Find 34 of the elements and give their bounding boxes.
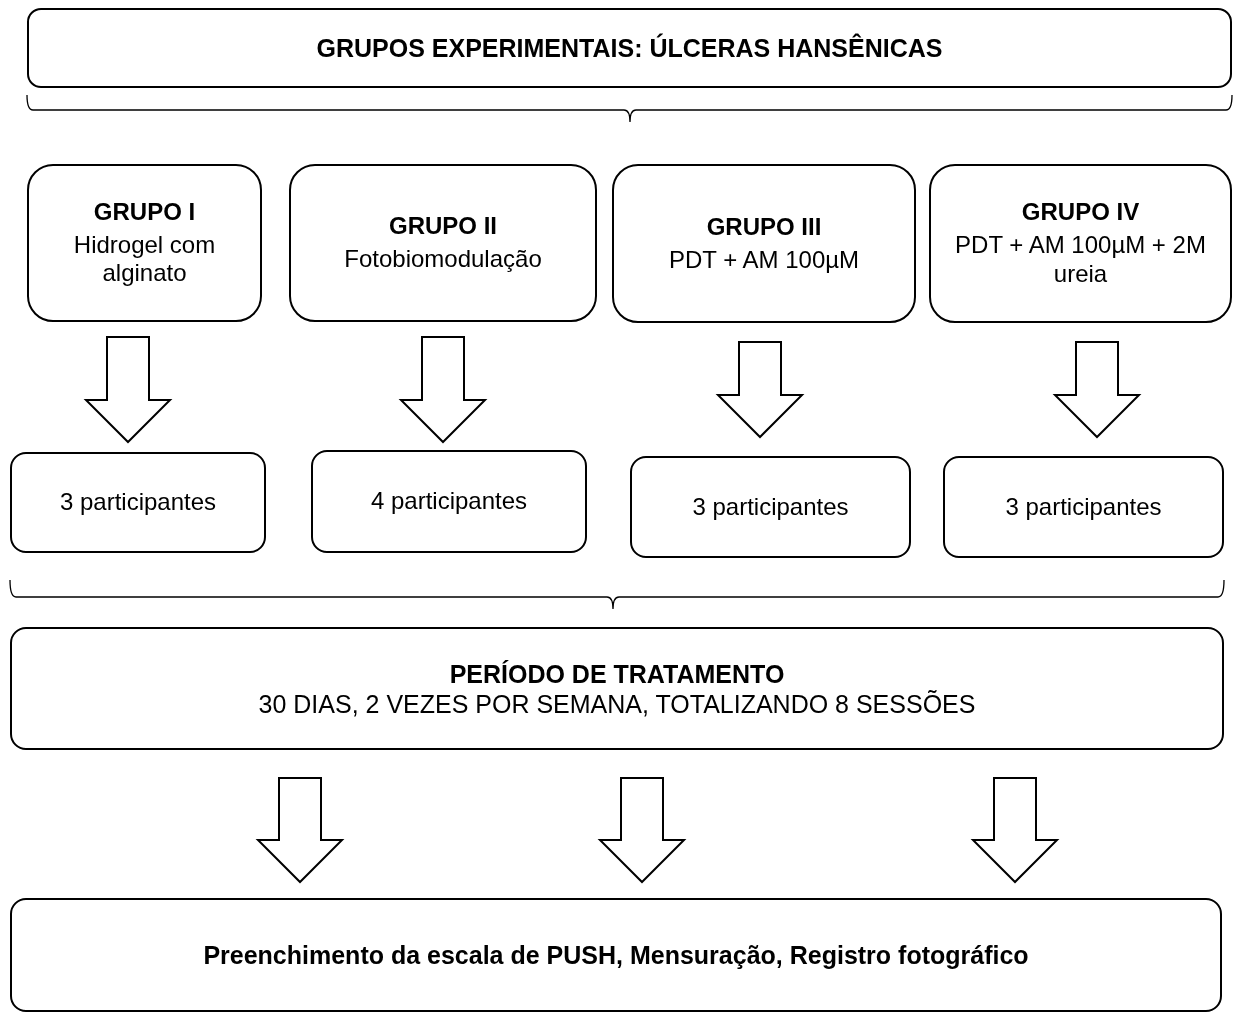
block-arrow: [970, 777, 1060, 884]
box-text: PDT + AM 100µM: [668, 245, 860, 275]
box-text: 4 participantes: [370, 487, 528, 516]
block-arrow: [597, 777, 687, 884]
box-heading: GRUPO IV: [1021, 198, 1140, 228]
box-text: 3 participantes: [1005, 492, 1162, 522]
count-box: [630, 456, 911, 558]
box-text: Preenchimento da escala de PUSH, Mensuração, Registro fotográfico: [203, 940, 1029, 970]
block-arrow: [1052, 341, 1142, 439]
block-arrow: [715, 341, 805, 439]
group-box: [27, 164, 262, 322]
box-text: PDT + AM 100µM + 2M ureia: [954, 231, 1207, 289]
box-heading: PERÍODO DE TRATAMENTO: [449, 658, 785, 689]
box-heading: GRUPO III: [706, 212, 822, 242]
box-text: GRUPOS EXPERIMENTAIS: ÚLCERAS HANSÊNICAS: [316, 33, 943, 63]
count-box: [311, 450, 587, 553]
period-box: [10, 627, 1224, 750]
count-box: [943, 456, 1224, 558]
group-box: [612, 164, 916, 323]
block-arrow: [83, 336, 173, 444]
outcome-box: [10, 898, 1222, 1012]
group-box: [289, 164, 597, 322]
box-heading: GRUPO I: [93, 197, 196, 227]
heading-box: [27, 8, 1232, 88]
box-heading: GRUPO II: [389, 212, 497, 241]
block-arrow: [398, 336, 488, 444]
box-text: Hidrogel com alginato: [72, 230, 217, 289]
block-arrow: [255, 777, 345, 884]
box-text: 3 participantes: [692, 492, 849, 522]
group-box: [929, 164, 1232, 323]
box-text: 3 participantes: [59, 488, 217, 517]
count-box: [10, 452, 266, 553]
box-text: Fotobiomodulação: [344, 245, 542, 274]
box-text: 30 DIAS, 2 VEZES POR SEMANA, TOTALIZANDO 8 SESSÕES: [258, 688, 976, 719]
